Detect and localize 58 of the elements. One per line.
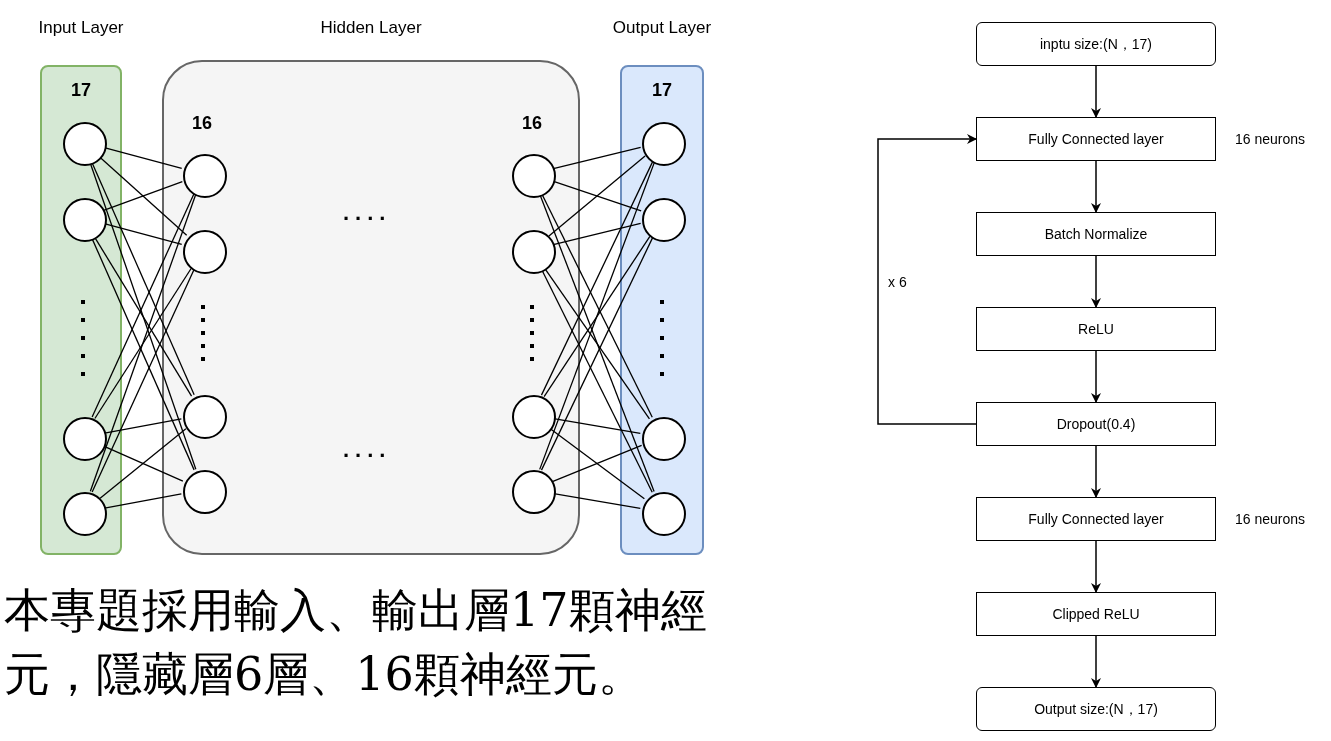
side-note: 16 neurons bbox=[1235, 509, 1306, 529]
neuron-count: 17 bbox=[70, 79, 92, 102]
box-label: Dropout(0.4) bbox=[1056, 414, 1136, 434]
connection-line bbox=[98, 156, 188, 236]
connection-line bbox=[551, 444, 643, 483]
connection-line bbox=[99, 428, 187, 499]
arrow bbox=[1091, 65, 1101, 118]
process-box bbox=[976, 22, 1216, 66]
connection-line bbox=[93, 236, 193, 397]
connection-line bbox=[541, 269, 653, 493]
connection-line bbox=[94, 267, 192, 420]
layer-title: Output Layer bbox=[612, 17, 712, 39]
neuron-count: 17 bbox=[651, 79, 673, 102]
connection-line bbox=[89, 194, 197, 492]
box-label: ReLU bbox=[1078, 319, 1114, 339]
connection-line bbox=[91, 269, 195, 493]
arrow bbox=[1091, 635, 1101, 688]
connection-line bbox=[553, 493, 641, 509]
connection-line bbox=[543, 235, 651, 398]
layer-title: Input Layer bbox=[38, 17, 124, 39]
process-box bbox=[976, 402, 1216, 446]
process-box bbox=[976, 687, 1216, 731]
box-label: Fully Connected layer bbox=[1028, 509, 1164, 529]
connection-line bbox=[104, 418, 182, 434]
connection-line bbox=[548, 155, 646, 237]
connection-line bbox=[539, 161, 655, 471]
box-label: inptu size:(N，17) bbox=[1039, 34, 1152, 54]
connection-line bbox=[541, 193, 653, 418]
process-box bbox=[976, 212, 1216, 256]
neuron-count: 16 bbox=[522, 112, 543, 135]
connection-line bbox=[540, 161, 654, 396]
connection-line bbox=[552, 222, 642, 246]
ellipsis-text: .... bbox=[343, 199, 392, 227]
layer-title: Hidden Layer bbox=[320, 17, 422, 39]
box-label: Output size:(N，17) bbox=[1034, 699, 1158, 719]
arrow bbox=[1091, 445, 1101, 498]
ellipsis-text: .... bbox=[343, 436, 392, 464]
connection-line bbox=[91, 193, 195, 418]
connection-line bbox=[104, 493, 182, 509]
arrow bbox=[1091, 255, 1101, 308]
box-label: Fully Connected layer bbox=[1028, 129, 1164, 149]
process-box bbox=[976, 592, 1216, 636]
connection-line bbox=[549, 427, 645, 500]
arrow bbox=[1091, 160, 1101, 213]
box-label: Clipped ReLU bbox=[1052, 604, 1140, 624]
connection-line bbox=[553, 418, 641, 434]
connection-line bbox=[540, 237, 654, 471]
connection-line bbox=[89, 162, 197, 470]
connection-line bbox=[103, 180, 183, 212]
connection-line bbox=[552, 146, 642, 170]
arrow bbox=[1091, 540, 1101, 593]
neuron-count: 16 bbox=[192, 112, 213, 135]
box-label: Batch Normalize bbox=[1044, 224, 1148, 244]
arrow bbox=[877, 134, 977, 425]
arrow bbox=[1091, 350, 1101, 403]
process-box bbox=[976, 307, 1216, 351]
side-note: 16 neurons bbox=[1235, 129, 1306, 149]
caption: 本專題採用輸入、輸出層17顆神經元，隱藏層6層、16顆神經元。 bbox=[4, 582, 708, 703]
